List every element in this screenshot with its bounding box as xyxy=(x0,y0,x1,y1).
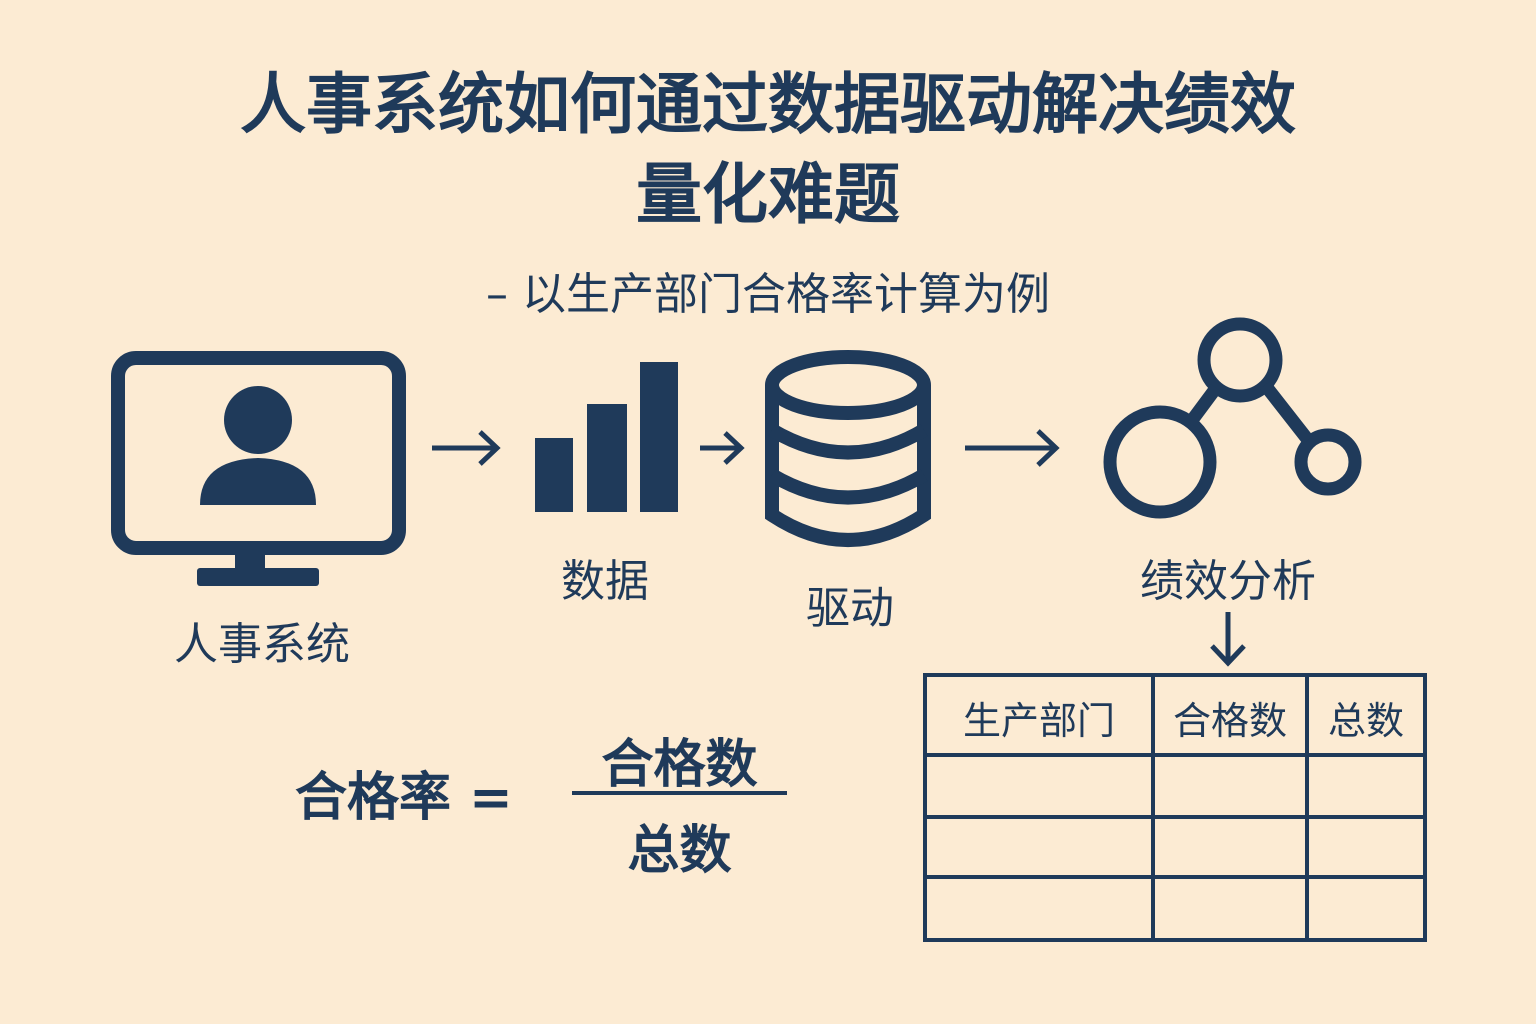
monitor-user-icon xyxy=(111,351,406,586)
formula-numerator: 合格数 xyxy=(601,735,758,795)
data-table-grid xyxy=(923,673,1427,942)
table-header-department: 生产部门 xyxy=(962,699,1115,743)
database-icon xyxy=(765,350,931,547)
table-header-qualified: 合格数 xyxy=(1172,699,1287,743)
formula-lhs: 合格率 = xyxy=(295,768,513,828)
formula-denominator: 总数 xyxy=(627,821,732,881)
arrow-icon xyxy=(432,429,1246,667)
label-data: 数据 xyxy=(561,556,649,607)
label-performance-analysis: 绩效分析 xyxy=(1140,556,1316,607)
table-header-total: 总数 xyxy=(1327,699,1404,743)
label-drive: 驱动 xyxy=(806,583,894,634)
subtitle: – 以生产部门合格率计算为例 xyxy=(486,269,1050,320)
title-line-1: 人事系统如何通过数据驱动解决绩效 xyxy=(240,66,1296,143)
label-hr-system: 人事系统 xyxy=(174,619,350,670)
network-nodes-icon xyxy=(1103,317,1362,519)
bar-chart-icon xyxy=(535,362,678,512)
title-line-2: 量化难题 xyxy=(636,156,900,233)
